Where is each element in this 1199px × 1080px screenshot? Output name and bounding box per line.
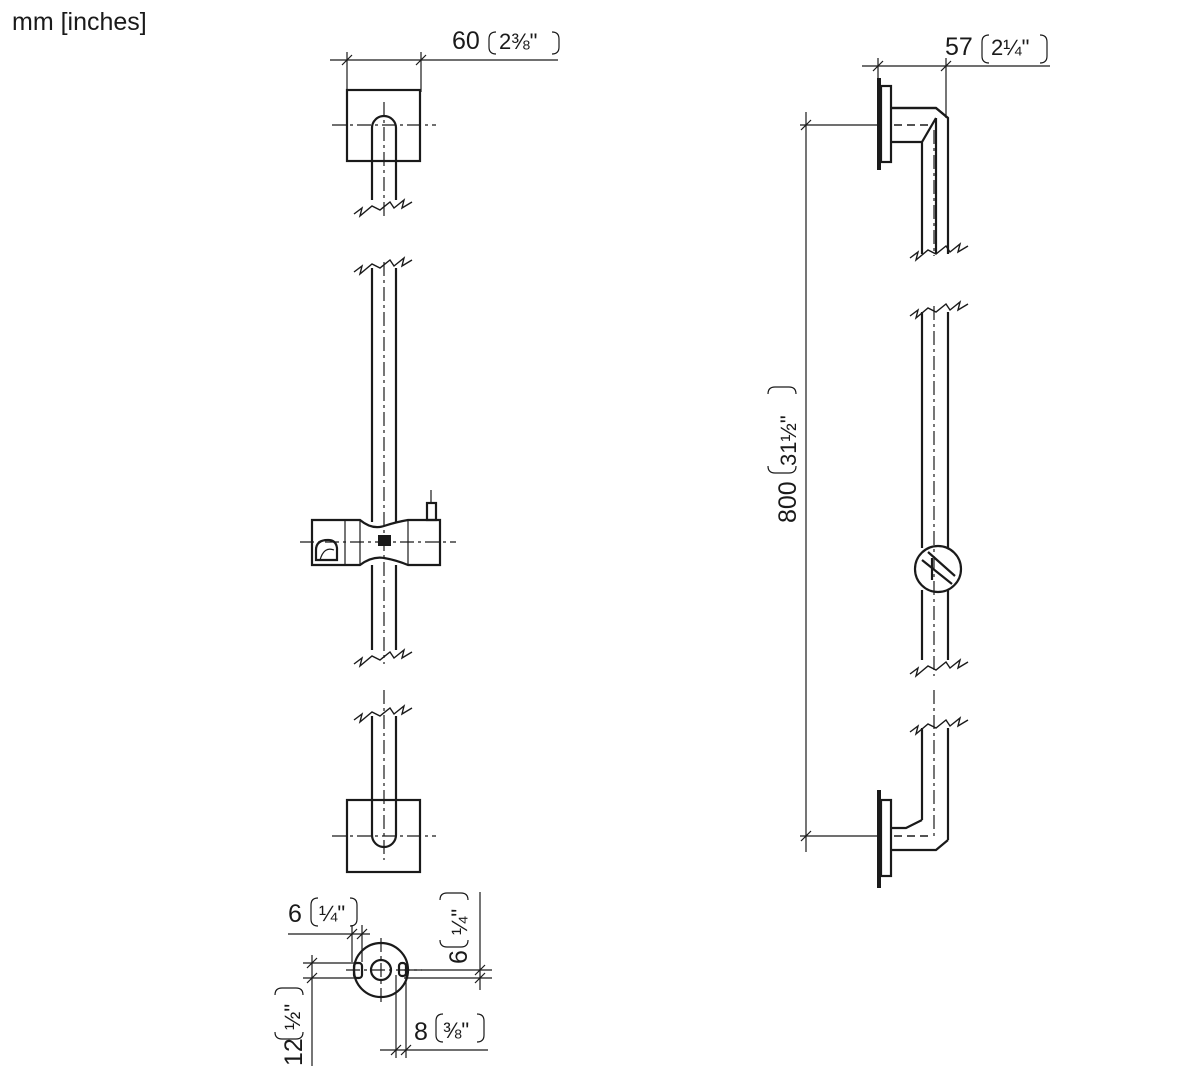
side-view: 57 2¼" 800 31½" <box>767 33 1050 888</box>
dim-detail-radius-inch: ⅜" <box>443 1018 469 1043</box>
dim-detail-offset-v: 6 ¼" <box>404 892 492 990</box>
dim-detail-offset-h-inch: ¼" <box>319 901 345 926</box>
dim-side-depth: 57 2¼" <box>862 33 1050 118</box>
dim-front-width-inch: 2⅜" <box>499 29 537 54</box>
top-elbow <box>891 106 950 254</box>
dim-detail-height: 12 ½" <box>274 955 356 1066</box>
dim-detail-radius: 8 ⅜" <box>380 975 488 1058</box>
dim-detail-offset-h-mm: 6 <box>288 900 302 928</box>
dim-detail-height-inch: ½" <box>280 1004 305 1030</box>
units-label: mm [inches] <box>12 8 147 36</box>
dim-total-height-inch: 31½" <box>776 415 801 466</box>
dim-detail-radius-mm: 8 <box>414 1018 428 1046</box>
front-view: 60 2⅜" <box>300 27 560 874</box>
detail-view: 6 ¼" 6 ¼" 12 ½" <box>274 892 492 1066</box>
dim-front-width-mm: 60 <box>452 27 480 55</box>
dim-side-depth-mm: 57 <box>945 33 973 61</box>
dim-total-height-mm: 800 <box>774 481 802 523</box>
dim-detail-offset-v-mm: 6 <box>445 950 473 964</box>
bottom-elbow <box>891 819 949 852</box>
slider-side <box>913 544 963 594</box>
rod-bottom-end <box>370 800 398 849</box>
slider-holder <box>300 490 456 567</box>
dim-detail-offset-v-inch: ¼" <box>447 909 472 935</box>
dim-side-depth-inch: 2¼" <box>991 35 1029 60</box>
dim-detail-offset-h: 6 ¼" <box>288 897 370 962</box>
dim-front-width: 60 2⅜" <box>330 27 560 92</box>
dim-total-height: 800 31½" <box>767 112 882 852</box>
dim-detail-height-mm: 12 <box>280 1038 308 1066</box>
